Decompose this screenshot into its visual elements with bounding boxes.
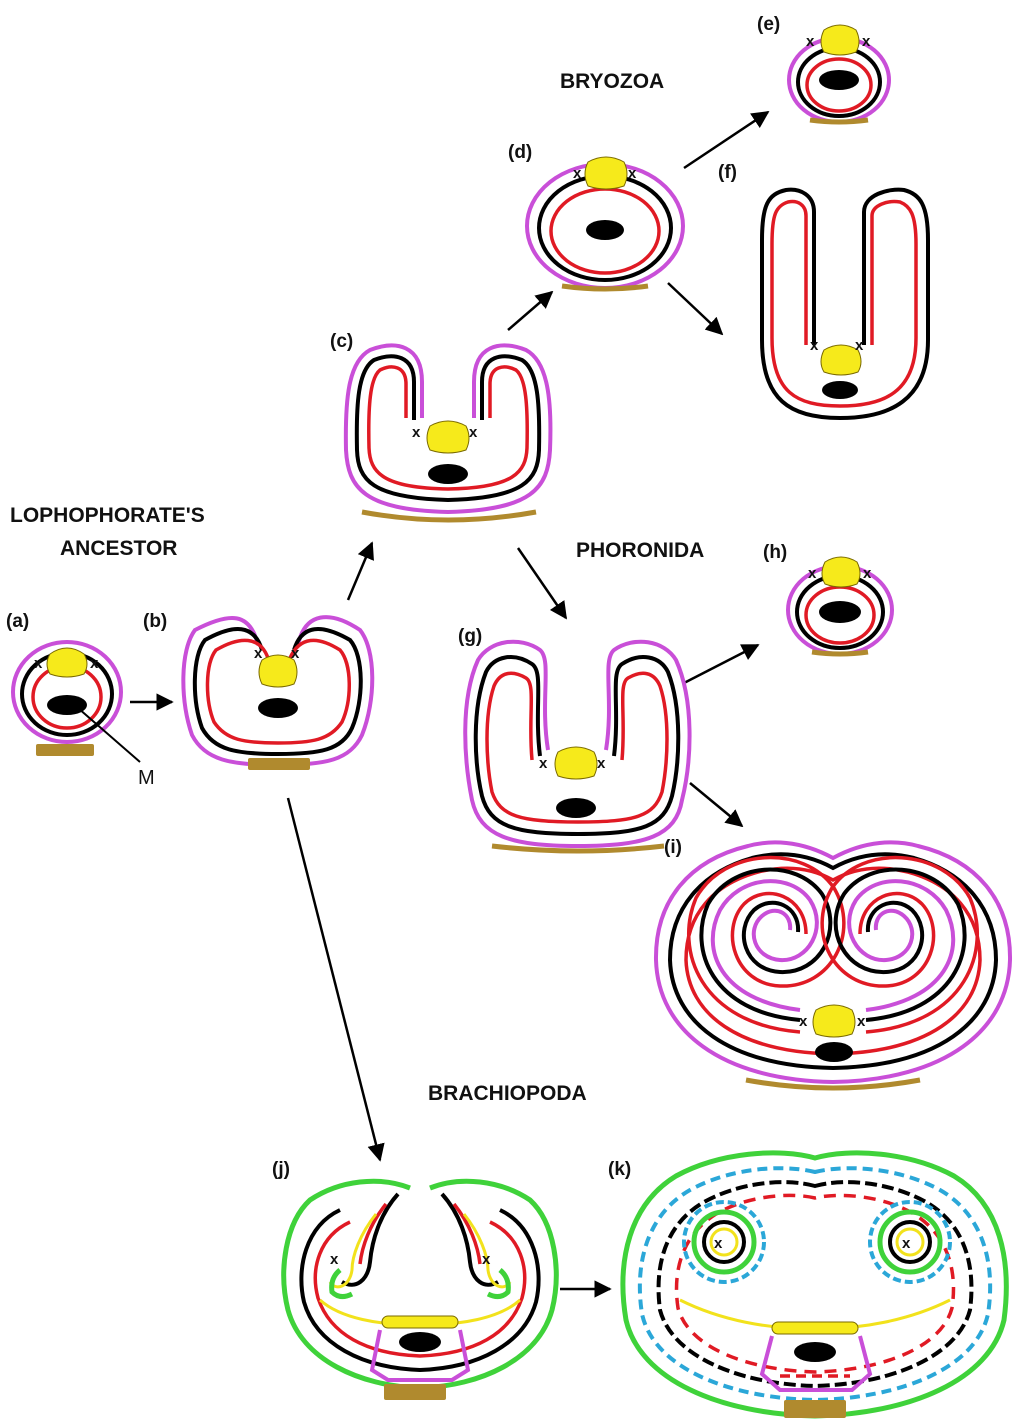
panel-label-f: (f) — [718, 162, 737, 183]
ganglion — [382, 1316, 458, 1328]
x-marker: x — [863, 565, 872, 582]
x-marker: x — [714, 1235, 723, 1252]
group-label-bryozoa: BRYOZOA — [560, 70, 664, 93]
diagram-g: x x — [465, 642, 689, 851]
diagram-j: x x — [284, 1181, 556, 1400]
group-label-brachiopoda: BRACHIOPODA — [428, 1082, 587, 1105]
diagram-f: x x — [762, 190, 928, 418]
x-marker: x — [857, 1013, 866, 1030]
x-marker: x — [855, 337, 864, 354]
x-marker: x — [808, 565, 817, 582]
panel-label-j: (j) — [272, 1159, 290, 1180]
panel-label-k: (k) — [608, 1159, 631, 1180]
mouth — [586, 220, 624, 240]
x-marker: x — [806, 33, 815, 50]
arrow-b-to-c — [348, 543, 372, 600]
x-marker: x — [799, 1013, 808, 1030]
panel-label-i: (i) — [664, 837, 682, 858]
panel-label-b: (b) — [143, 611, 167, 632]
mouth — [399, 1332, 441, 1352]
x-marker: x — [539, 755, 548, 772]
ganglion — [427, 421, 469, 453]
x-marker: x — [482, 1251, 491, 1268]
diagram-a: x x M — [13, 642, 155, 789]
ganglion — [772, 1322, 858, 1334]
x-marker: x — [628, 165, 637, 182]
x-marker: x — [90, 655, 99, 672]
ganglion — [47, 648, 87, 677]
arrow-g-to-h — [684, 645, 758, 683]
mouth — [819, 601, 861, 623]
x-marker: x — [412, 424, 421, 441]
x-marker: x — [34, 655, 43, 672]
x-marker: x — [254, 645, 263, 662]
diagram-e: x x — [789, 25, 889, 122]
x-marker: x — [862, 33, 871, 50]
ganglion — [555, 747, 597, 779]
ganglion — [813, 1005, 855, 1037]
diagram-k: x x — [623, 1153, 1006, 1418]
panel-label-e: (e) — [757, 14, 780, 35]
arrow-c-to-g — [518, 548, 566, 618]
x-marker: x — [573, 165, 582, 182]
x-marker: x — [597, 755, 606, 772]
arrow-d-to-f — [668, 283, 722, 334]
mouth — [47, 695, 87, 715]
x-marker: x — [810, 337, 819, 354]
mouth — [556, 798, 596, 818]
x-marker: x — [330, 1251, 339, 1268]
group-label-ancestor-line1: LOPHOPHORATE'S — [10, 504, 205, 527]
panel-label-a: (a) — [6, 611, 29, 632]
ganglion — [821, 25, 859, 55]
arrows — [130, 112, 768, 1289]
diagram-h: x x — [788, 557, 892, 654]
diagram-c: x x — [346, 345, 551, 520]
panel-label-c: (c) — [330, 331, 353, 352]
panel-label-g: (g) — [458, 626, 482, 647]
arrow-b-to-j — [288, 798, 380, 1160]
mouth — [794, 1342, 836, 1362]
panel-label-d: (d) — [508, 142, 532, 163]
x-marker: x — [469, 424, 478, 441]
diagram-d: x x — [527, 157, 683, 289]
group-label-phoronida: PHORONIDA — [576, 539, 704, 562]
arrow-g-to-i — [690, 783, 742, 826]
mouth-label: M — [138, 767, 155, 789]
mouth — [815, 1042, 853, 1062]
x-marker: x — [291, 645, 300, 662]
arrow-c-to-d — [508, 292, 552, 330]
ganglion — [822, 557, 860, 587]
ganglion — [585, 157, 627, 189]
group-label-ancestor-line2: ANCESTOR — [60, 537, 177, 560]
panel-label-h: (h) — [763, 542, 787, 563]
base-plate — [36, 744, 94, 756]
mouth — [819, 70, 859, 90]
diagram-b: x x — [183, 617, 372, 770]
x-marker: x — [902, 1235, 911, 1252]
mouth — [258, 698, 298, 718]
arrow-d-to-e — [684, 112, 768, 168]
mouth — [822, 381, 858, 399]
mouth — [428, 464, 468, 484]
diagram-i: x x — [656, 842, 1010, 1088]
